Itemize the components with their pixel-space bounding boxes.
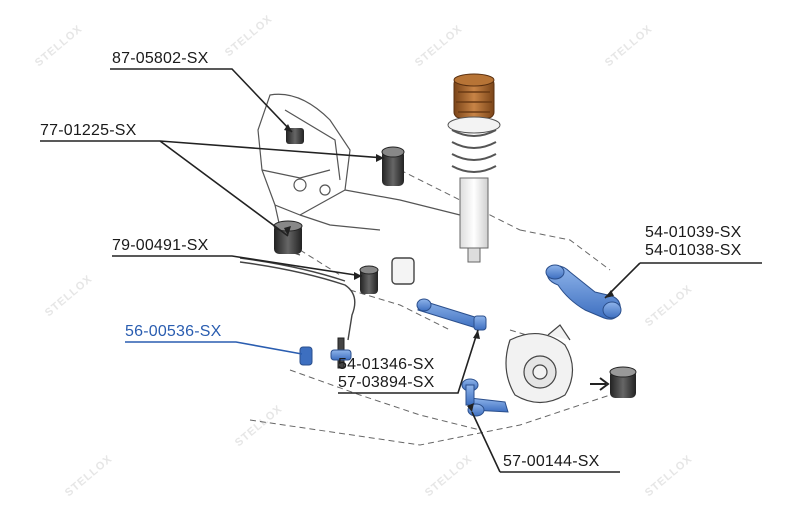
upper-control-arm-54-01039	[545, 264, 622, 320]
subframe	[257, 93, 461, 256]
stabilizer-link-56-00536	[299, 337, 352, 369]
toe-link-54-01346	[416, 298, 487, 331]
part-label-54-01039: 54-01039-SX	[645, 224, 742, 241]
part-label-54-01038: 54-01038-SX	[645, 242, 742, 259]
stabilizer-bar	[239, 257, 415, 341]
part-label-54-01346: 54-01346-SX	[338, 356, 435, 373]
leader-arrowheads	[284, 124, 614, 412]
part-label-57-00144: 57-00144-SX	[503, 453, 600, 470]
bushing-87-05802	[286, 128, 304, 144]
part-label-56-00536: 56-00536-SX	[125, 323, 222, 340]
bushing-rear	[590, 366, 637, 398]
bushing-77-01225-lower	[273, 220, 303, 254]
leader-57-00144	[471, 411, 620, 473]
part-label-87-05802: 87-05802-SX	[112, 50, 209, 67]
leader-77-01225	[40, 140, 385, 237]
leader-56-00536	[125, 341, 303, 355]
bushing-79-00491	[359, 265, 379, 294]
strut-assembly	[447, 73, 501, 263]
part-label-79-00491: 79-00491-SX	[112, 237, 209, 254]
leader-54-01039	[604, 262, 762, 299]
lower-arm-57-00144	[461, 378, 509, 417]
guide-lines	[249, 169, 611, 446]
bushing-77-01225-upper	[381, 146, 405, 186]
leader-54-01346	[338, 329, 479, 394]
leader-87-05802	[110, 68, 293, 133]
part-label-57-03894: 57-03894-SX	[338, 374, 435, 391]
leader-79-00491	[112, 255, 363, 277]
wheel-knuckle	[505, 324, 574, 404]
part-label-77-01225: 77-01225-SX	[40, 122, 137, 139]
